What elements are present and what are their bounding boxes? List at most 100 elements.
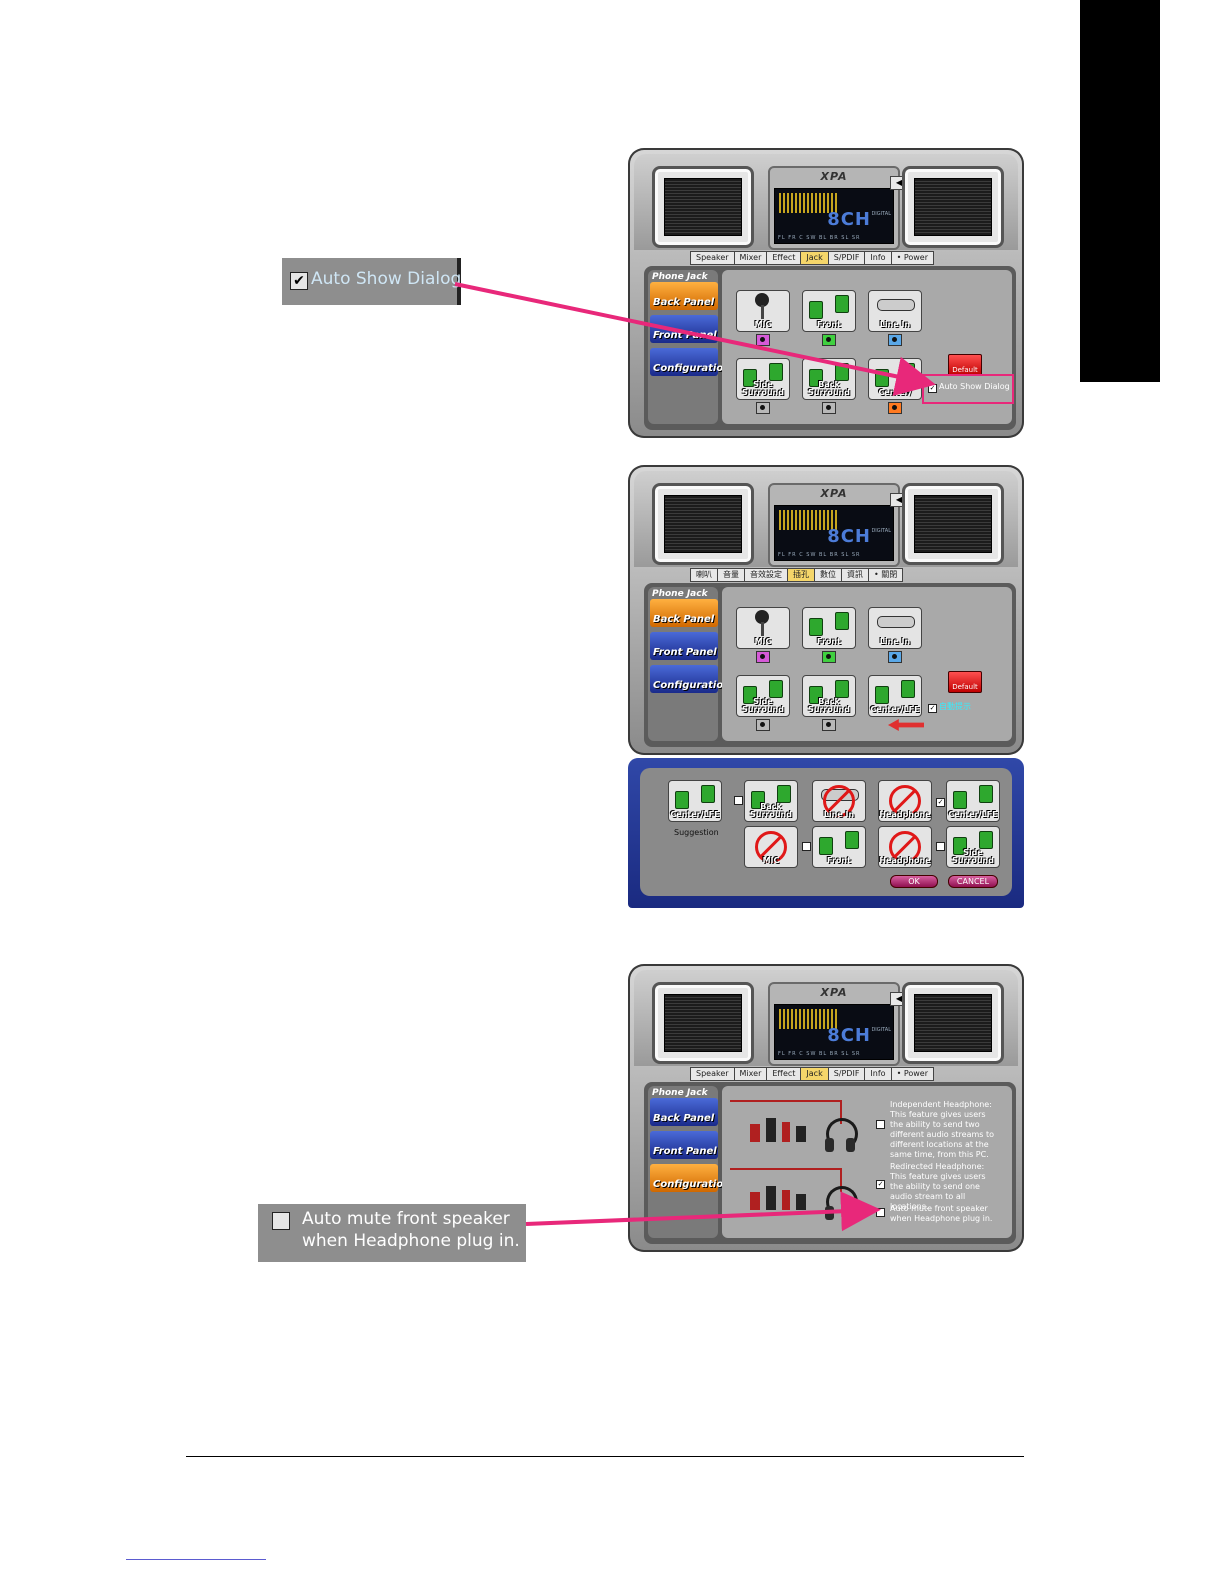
left-speaker-grille [652,166,754,248]
right-speaker-grille [902,483,1004,565]
nav-front-panel[interactable]: Front Panel [650,632,718,660]
independent-headphone-text: Independent Headphone: This feature give… [890,1100,995,1159]
dialog-item-line-in[interactable]: Line In [812,780,866,822]
xpa-logo: XPA [820,170,848,183]
jack-front[interactable]: Front [802,607,856,649]
lcd-display: XPA 8CH DIGITAL FL FR C SW BL BR SL SR ◀ [768,483,908,567]
nav-front-panel[interactable]: Front Panel [650,1131,718,1159]
dialog-item-center-lfe-2[interactable]: Center/LFE [946,780,1000,822]
dialog-checkbox-side-surround[interactable] [936,842,947,852]
nav-back-panel[interactable]: Back Panel [650,1098,718,1126]
jack-center-lfe[interactable]: Center/ [868,358,922,400]
tab-mixer[interactable]: Mixer [735,252,768,264]
dialog-item-center-lfe[interactable]: Center/LFE [668,780,722,822]
footer-rule [186,1456,1024,1457]
dialog-item-headphone-2[interactable]: Headphone [878,826,932,868]
auto-show-dialog-checkbox[interactable]: ✓Auto Show Dialog [928,382,1010,393]
nav-back-panel[interactable]: Back Panel [650,282,718,310]
tab-jack[interactable]: Jack [801,1068,829,1080]
jack-side-surround[interactable]: Side Surround [736,675,790,717]
dialog-checkbox-center-lfe[interactable]: ✓ [936,798,945,807]
tab-spdif[interactable]: 數位 [815,569,842,581]
jack-back-surround[interactable]: Back Surround [802,358,856,400]
tab-power[interactable]: • 關閉 [874,570,898,579]
jack-line-in[interactable]: Line In [868,290,922,332]
tab-jack[interactable]: 插孔 [788,569,815,581]
jack-mic[interactable]: MIC [736,290,790,332]
jack-color-orange [888,402,902,414]
nav-back-panel[interactable]: Back Panel [650,599,718,627]
dialog-checkbox-front[interactable] [802,842,813,852]
lcd-display: XPA 8CH DIGITAL FL FR C SW BL BR SL SR ◀ [768,166,908,250]
tab-power[interactable]: • Power [896,253,929,262]
no-entry-icon [755,831,787,863]
lcd-display: XPA 8CH DIGITAL FL FR C SW BL BR SL SR ◀ [768,982,908,1066]
checkbox-icon[interactable] [272,1212,290,1230]
jack-area: MIC Front Line In Side Surround Back Sur… [722,270,1014,424]
default-button[interactable]: Default [948,671,982,693]
level-bars [779,193,839,213]
dialog-item-mic[interactable]: MIC [744,826,798,868]
digital-label: DIGITAL [871,211,891,217]
ok-button[interactable]: OK [890,875,938,888]
jack-center-lfe[interactable]: Center/LFE [868,675,922,717]
checkbox-icon: ✓ [928,384,937,393]
panel-header: XPA 8CH DIGITAL FL FR C SW BL BR SL SR ◀ [634,471,1018,567]
tab-speaker[interactable]: 喇叭 [691,569,718,581]
tab-mixer[interactable]: 音量 [718,569,745,581]
auto-show-dialog-label: Auto Show Dialog [311,269,462,289]
tab-bar: Speaker Mixer Effect Jack S/PDIF Info • … [690,251,935,265]
nav-configuration[interactable]: Configuration [650,665,730,693]
cancel-button[interactable]: CANCEL [948,875,998,888]
jack-back-surround[interactable]: Back Surround [802,675,856,717]
tab-effect[interactable]: Effect [767,1068,802,1080]
auto-mute-callout: Auto mute front speaker when Headphone p… [258,1204,526,1262]
phone-jack-heading: Phone Jack [652,272,708,282]
phone-jack-sidebar: Phone Jack Back Panel Front Panel Config… [648,270,730,424]
redirected-headphone-diagram [730,1164,858,1224]
tab-info[interactable]: 資訊 [842,569,869,581]
panel-content: Phone Jack Back Panel Front Panel Config… [644,583,1016,747]
auto-mute-checkbox[interactable] [876,1208,887,1218]
redirected-headphone-text: Redirected Headphone: This feature gives… [890,1162,986,1211]
tab-info[interactable]: Info [865,252,892,264]
dialog-checkbox-back-surround[interactable] [734,796,745,806]
tab-effect[interactable]: 音效設定 [745,569,788,581]
right-speaker-grille [902,982,1004,1064]
headphone-icon [822,1118,858,1154]
tab-effect[interactable]: Effect [767,252,802,264]
auto-show-dialog-checkbox[interactable]: ✓自動提示 [928,702,971,713]
panel-content: Phone Jack Back Panel Front Panel Config… [644,1082,1016,1244]
mic-icon [755,610,769,636]
nav-front-panel[interactable]: Front Panel [650,315,718,343]
no-entry-icon [889,831,921,863]
speaker-icon [809,301,823,319]
auto-show-dialog-callout: ✔ Auto Show Dialog [282,258,461,305]
tab-speaker[interactable]: Speaker [691,252,735,264]
jack-mic[interactable]: MIC [736,607,790,649]
dialog-item-back-surround[interactable]: Back Surround [744,780,798,822]
checkbox-icon[interactable]: ✔ [290,272,308,290]
jack-line-in[interactable]: Line In [868,607,922,649]
nav-configuration[interactable]: Configuration [650,1164,730,1192]
default-button[interactable]: Default [948,354,982,376]
tab-spdif[interactable]: S/PDIF [829,252,866,264]
nav-configuration[interactable]: Configuration [650,348,730,376]
dialog-item-headphone[interactable]: Headphone [878,780,932,822]
jack-side-surround[interactable]: Side Surround [736,358,790,400]
tab-info[interactable]: Info [865,1068,892,1080]
dialog-item-front[interactable]: Front [812,826,866,868]
tab-power[interactable]: • Power [896,1069,929,1078]
auto-mute-line1: Auto mute front speaker [302,1209,510,1229]
independent-headphone-checkbox[interactable] [876,1120,887,1130]
jack-color-green [822,334,836,346]
dialog-item-side-surround[interactable]: Side Surround [946,826,1000,868]
jack-front[interactable]: Front [802,290,856,332]
auto-mute-text: Auto mute front speaker when Headphone p… [890,1204,993,1223]
redirected-headphone-checkbox[interactable]: ✓ [876,1180,885,1189]
tab-spdif[interactable]: S/PDIF [829,1068,866,1080]
tab-jack[interactable]: Jack [801,252,829,264]
tab-speaker[interactable]: Speaker [691,1068,735,1080]
tab-mixer[interactable]: Mixer [735,1068,768,1080]
